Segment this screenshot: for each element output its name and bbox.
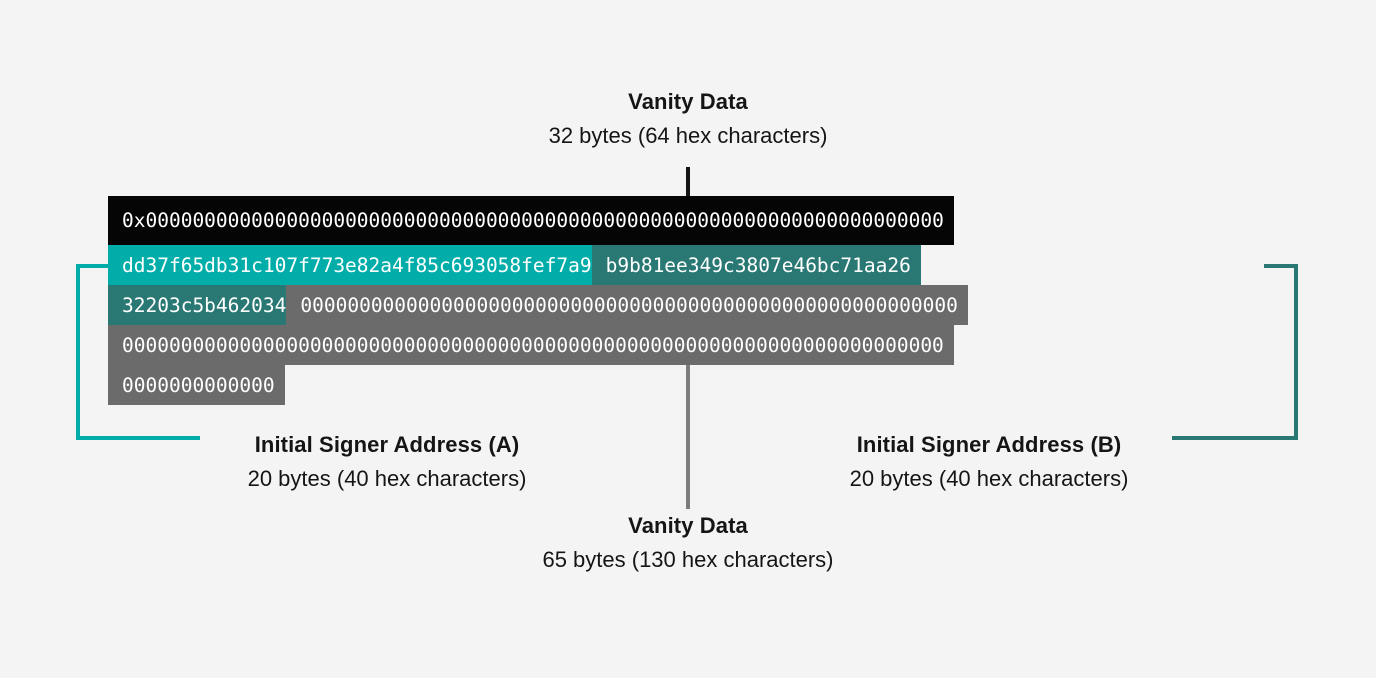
- hex-row-4: 0000000000000000000000000000000000000000…: [108, 325, 1268, 365]
- hex-signer-a-value: dd37f65db31c107f773e82a4f85c693058fef7a9: [122, 253, 592, 277]
- hex-zeros-row3: 0000000000000000000000000000000000000000…: [300, 293, 958, 317]
- bracket-signer-b-bottom-arm: [1172, 436, 1298, 440]
- connector-line-bottom: [686, 365, 690, 509]
- label-vanity-data-top-title: Vanity Data: [628, 89, 748, 114]
- bracket-signer-a: [76, 264, 200, 440]
- bracket-signer-b-vertical: [1294, 264, 1298, 440]
- hex-segment-signer-b-part2: 32203c5b462034: [108, 285, 287, 325]
- bracket-signer-a-vertical: [76, 264, 80, 440]
- label-signer-a-subtitle: 20 bytes (40 hex characters): [247, 466, 527, 491]
- label-vanity-data-top-subtitle: 32 bytes (64 hex characters): [548, 123, 828, 148]
- label-signer-b-title: Initial Signer Address (B): [856, 432, 1122, 457]
- label-vanity-data-bottom-subtitle: 65 bytes (130 hex characters): [542, 547, 834, 572]
- hex-zeros-row1: 0000000000000000000000000000000000000000…: [145, 209, 944, 232]
- label-signer-a-title: Initial Signer Address (A): [254, 432, 520, 457]
- hex-zeros-row4: 0000000000000000000000000000000000000000…: [122, 333, 944, 357]
- label-signer-b-subtitle: 20 bytes (40 hex characters): [849, 466, 1129, 491]
- label-vanity-data-bottom: Vanity Data 65 bytes (130 hex characters…: [0, 512, 1376, 576]
- hex-segment-vanity-row3: 0000000000000000000000000000000000000000…: [286, 285, 968, 325]
- label-signer-b: Initial Signer Address (B) 20 bytes (40 …: [778, 431, 1200, 495]
- label-signer-a: Initial Signer Address (A) 20 bytes (40 …: [176, 431, 598, 495]
- hex-signer-b-part2-value: 32203c5b462034: [122, 293, 287, 317]
- hex-row-5: 0000000000000: [108, 365, 1268, 405]
- hex-segment-vanity-row5: 0000000000000: [108, 365, 285, 405]
- hex-prefix-0x: 0x: [122, 209, 146, 232]
- hex-segment-vanity-row4: 0000000000000000000000000000000000000000…: [108, 325, 954, 365]
- hex-row-3: 32203c5b462034 0000000000000000000000000…: [108, 285, 1268, 325]
- connector-line-top: [686, 167, 690, 197]
- hex-signer-b-part1-value: b9b81ee349c3807e46bc71aa26: [605, 253, 911, 277]
- hex-zeros-row5: 0000000000000: [122, 373, 275, 397]
- bracket-signer-b-top-arm: [1264, 264, 1298, 268]
- label-vanity-data-top: Vanity Data 32 bytes (64 hex characters): [0, 88, 1376, 152]
- hex-segment-signer-b-part1: b9b81ee349c3807e46bc71aa26: [591, 245, 921, 285]
- bracket-signer-a-top-arm: [76, 264, 118, 268]
- hex-segment-signer-a: dd37f65db31c107f773e82a4f85c693058fef7a9: [108, 245, 592, 285]
- bracket-signer-b: [1172, 264, 1298, 440]
- label-vanity-data-bottom-title: Vanity Data: [628, 513, 748, 538]
- hex-row-2: dd37f65db31c107f773e82a4f85c693058fef7a9…: [108, 245, 1268, 285]
- bracket-signer-a-bottom-arm: [76, 436, 200, 440]
